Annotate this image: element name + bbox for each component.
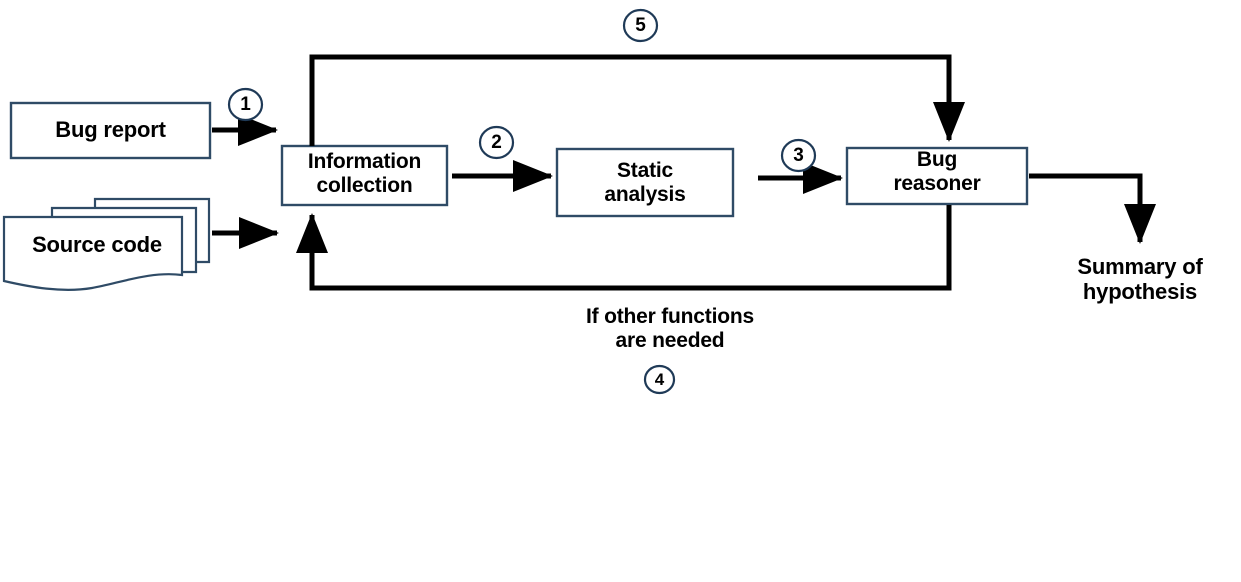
step-marker-5-circle	[622, 8, 659, 43]
node-bug-report-box	[9, 101, 212, 160]
step-marker-5-label: 5	[635, 14, 646, 36]
node-information-collection-label: Information collection	[307, 150, 422, 197]
step-marker-1-label: 1	[240, 93, 251, 115]
step-marker-4-label: 4	[654, 369, 665, 389]
edge-bug-reasoner-to-summary	[1029, 173, 1157, 245]
step-marker-2-label: 2	[491, 131, 502, 153]
node-source-code-stack	[2, 197, 211, 291]
edge-feedback-top-to-bug-reasoner	[309, 54, 966, 146]
edge-feedback-bottom-to-information-collection	[295, 205, 952, 291]
node-bug-reasoner-label: Bug reasoner	[893, 148, 981, 195]
step-marker-4-circle	[643, 364, 676, 395]
node-static-analysis-box	[555, 147, 735, 218]
edge-label-if-other-functions-are-needed: If other functions are needed	[586, 305, 754, 352]
node-summary-of-hypothesis-label: Summary of hypothesis	[1077, 254, 1203, 304]
step-marker-2-circle	[478, 125, 515, 160]
node-source-code-label: Source code	[32, 231, 162, 257]
step-marker-1-circle	[227, 87, 264, 122]
node-bug-report-label: Bug report	[55, 117, 166, 143]
node-information-collection-box	[280, 144, 449, 207]
node-static-analysis-label: Static analysis	[604, 158, 686, 206]
step-marker-3-circle	[780, 138, 817, 173]
node-bug-reasoner-box	[845, 146, 1029, 206]
step-marker-3-label: 3	[793, 144, 804, 166]
